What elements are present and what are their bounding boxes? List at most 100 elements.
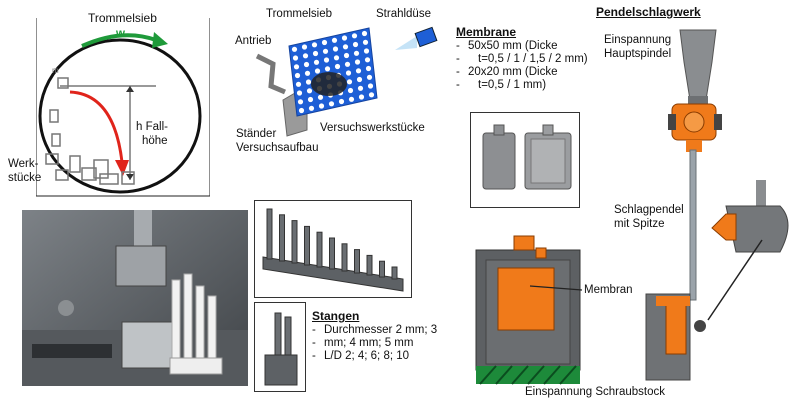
sieve-hole <box>328 101 335 107</box>
rods-array <box>266 208 398 280</box>
nozzle-spray <box>395 36 417 50</box>
height-label-1: h Fall- <box>136 121 168 133</box>
rod <box>354 249 360 274</box>
fall-arrow <box>69 90 124 163</box>
rod <box>366 254 373 276</box>
photo-spindle-block <box>115 245 167 287</box>
sieve-hole <box>357 85 364 91</box>
sieve-hole <box>348 96 355 102</box>
membran-label: Membran <box>584 284 633 296</box>
sieve-hole <box>324 66 331 72</box>
sieve-hole <box>351 33 358 39</box>
pendulum-drawing <box>475 29 789 385</box>
sieve-hole <box>318 103 325 109</box>
rods-spec-1: Durchmesser 2 mm; 3 <box>312 324 437 337</box>
sieve-hole <box>367 83 374 89</box>
spindle-label-2: Hauptspindel <box>604 48 672 60</box>
rods-specs: Durchmesser 2 mm; 3 mm; 4 mm; 5 mm L/D 2… <box>312 324 437 363</box>
pendulum-tip <box>711 213 737 241</box>
small-rod-block <box>264 354 298 386</box>
nozzle-label: Strahldüse <box>376 8 431 20</box>
rod <box>379 260 385 278</box>
sieve-grid <box>288 27 378 117</box>
vise-base <box>476 366 580 384</box>
sieve-hole <box>312 50 319 57</box>
drive-label: Antrieb <box>235 35 272 47</box>
sieve-hole <box>342 44 349 50</box>
workpiece-label-2: stücke <box>8 172 42 184</box>
sieve-hole <box>297 99 304 105</box>
sieve-hole <box>301 44 308 50</box>
sieve-hole <box>363 48 370 54</box>
sieve-hole <box>294 72 301 79</box>
sieve-hole <box>332 46 339 52</box>
sieve-hole <box>341 35 348 41</box>
sieve-hole <box>295 81 302 87</box>
sieve-hole <box>346 79 353 85</box>
pendulum-title: Pendelschlagwerk <box>596 5 701 19</box>
sieve-hole <box>333 55 340 61</box>
drive-crank <box>255 53 286 95</box>
sieve-hole <box>291 46 298 52</box>
sieve-hole <box>334 63 341 70</box>
sieve-hole <box>293 64 300 70</box>
pendulum-label-2: mit Spitze <box>614 218 665 230</box>
pendulum-rod <box>689 149 697 301</box>
workpiece-label-1: Werk- <box>8 158 39 170</box>
sieve-hole <box>344 61 351 67</box>
rods-spec-3: L/D 2; 4; 6; 8; 10 <box>312 350 437 363</box>
sieve-hole <box>331 37 338 43</box>
membrane-spec-2: t=0,5 / 1 / 1,5 / 2 mm) <box>456 53 588 66</box>
spindle-label-1: Einspannung <box>604 34 672 46</box>
sieve-hole <box>356 76 363 83</box>
stand-label-1: Ständer <box>236 128 277 140</box>
rods-title: Stangen <box>312 309 360 323</box>
drum-circle <box>38 38 202 194</box>
rod <box>316 231 323 268</box>
rods-render-panel-large <box>254 200 412 298</box>
rods-spec-2: mm; 4 mm; 5 mm <box>312 337 437 350</box>
sieve-hole <box>368 92 375 98</box>
sieve-label: Trommelsieb <box>266 8 333 20</box>
rotation-w-label: w <box>116 28 125 40</box>
spindle <box>679 29 717 101</box>
sieve-hole <box>302 53 309 59</box>
drum-title: Trommelsieb <box>88 11 157 25</box>
rod <box>391 266 398 280</box>
sieve-hole <box>308 105 315 111</box>
drum-diagram-panel: Trommelsieb w m h Fall- höhe <box>36 11 210 198</box>
sieve-hole <box>364 57 371 63</box>
photo-vise-block <box>121 321 173 369</box>
sieve-hole <box>366 74 373 80</box>
sieve-hole <box>322 48 329 54</box>
sieve-hole <box>347 87 354 94</box>
sieve-hole <box>361 30 368 37</box>
membrane-render-panel <box>470 112 580 208</box>
membrane-spec-3: 20x20 mm (Dicke <box>456 66 588 79</box>
membrane-orange <box>497 267 555 331</box>
sieve-hole <box>321 39 328 46</box>
sieve-hole <box>323 57 330 63</box>
samples-label: Versuchswerkstücke <box>320 122 425 134</box>
pendulum-head <box>725 205 789 253</box>
nozzle <box>414 26 438 48</box>
sieve-hole <box>352 41 359 48</box>
rod <box>279 214 285 262</box>
drum-diagram <box>36 18 210 197</box>
rods-render-panel-small <box>254 302 306 392</box>
rotation-arrow <box>81 33 157 48</box>
sieve-hole <box>292 55 299 61</box>
rod <box>329 237 335 270</box>
sieve-hole <box>345 70 352 76</box>
sieve-hole <box>358 94 365 100</box>
sieve-hole <box>314 68 321 74</box>
height-label-2: höhe <box>142 135 168 147</box>
workpiece <box>57 77 69 89</box>
sieve-hole <box>353 50 360 56</box>
sieve-hole <box>355 68 362 74</box>
sieve-hole <box>298 107 305 114</box>
sieve-hole <box>296 90 303 96</box>
sieve-hole <box>303 61 310 68</box>
sieve-hole <box>311 42 318 48</box>
rod <box>341 243 348 272</box>
